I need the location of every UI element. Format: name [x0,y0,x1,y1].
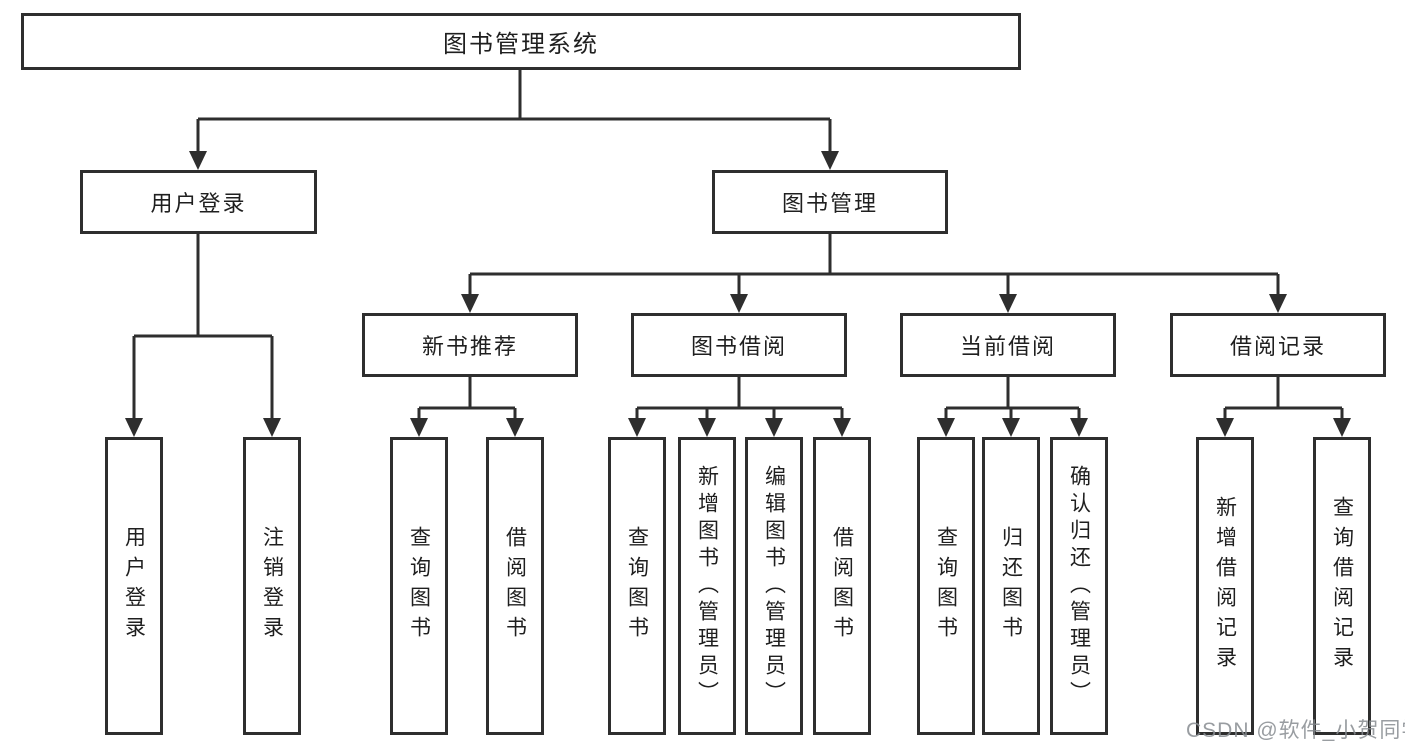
leaf-user-login: 用户登录 [105,437,163,735]
leaf-query-books-current: 查询图书 [917,437,975,735]
leaf-return-books: 归还图书 [982,437,1040,735]
node-borrowing-records: 借阅记录 [1170,313,1386,377]
leaf-query-books-recommend: 查询图书 [390,437,448,735]
node-new-book-recommend: 新书推荐 [362,313,578,377]
leaf-add-book-admin: 新增图书（管理员） [678,437,736,735]
node-user-login: 用户登录 [80,170,317,234]
node-current-borrowing: 当前借阅 [900,313,1116,377]
leaf-borrow-books-recommend: 借阅图书 [486,437,544,735]
leaf-query-borrow-record: 查询借阅记录 [1313,437,1371,735]
leaf-add-borrow-record: 新增借阅记录 [1196,437,1254,735]
leaf-query-books-borrowing: 查询图书 [608,437,666,735]
watermark: CSDN @软件_小贺同学 [1186,719,1405,742]
leaf-edit-book-admin: 编辑图书（管理员） [745,437,803,735]
leaf-borrow-books-borrowing: 借阅图书 [813,437,871,735]
leaf-logout: 注销登录 [243,437,301,735]
leaf-confirm-return-admin: 确认归还（管理员） [1050,437,1108,735]
node-root: 图书管理系统 [21,13,1021,70]
node-book-management: 图书管理 [712,170,948,234]
node-book-borrowing: 图书借阅 [631,313,847,377]
arrowhead-icons [125,151,1351,437]
